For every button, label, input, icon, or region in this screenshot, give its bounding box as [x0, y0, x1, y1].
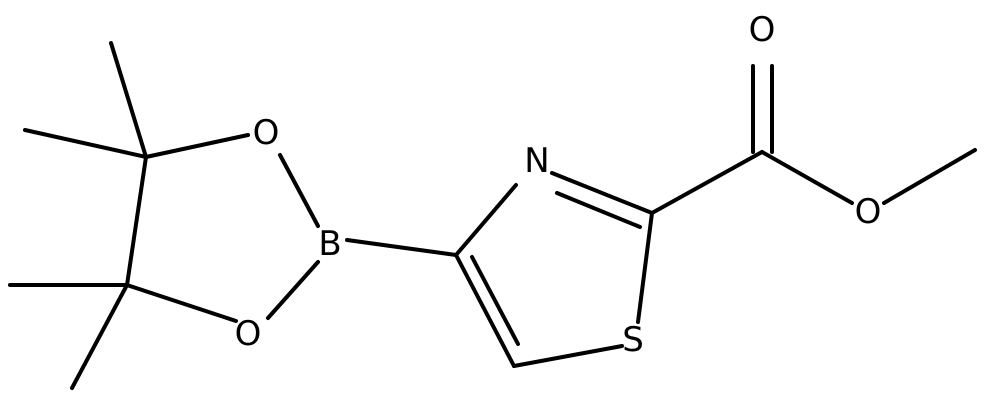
bond-c2-carbonylc	[650, 150, 764, 215]
bond-c4-n	[454, 183, 518, 257]
bond-c5-c4-double-b	[470, 255, 520, 346]
bond-c2-s	[636, 211, 654, 324]
bond-cbottom-methyl-down	[70, 283, 129, 390]
bond-ctop-methyl-left	[23, 128, 148, 159]
bond-c5-c4-double-a	[454, 253, 516, 368]
bond-carbonylc-oester	[760, 150, 854, 205]
bond-oester-methyl	[882, 148, 977, 205]
atom-label-ring-nitrogen: N	[524, 141, 549, 181]
bond-b-obottom	[266, 260, 320, 320]
atom-label-ester-oxygen: O	[855, 192, 882, 232]
bond-s-c5	[512, 344, 624, 368]
bond-b-otop	[278, 153, 320, 228]
bond-n-c2-double-a	[550, 171, 654, 215]
bond-c4-b	[345, 238, 458, 257]
atom-label-boronate-oxygen-top: O	[253, 113, 280, 153]
bond-ctop-cbottom	[125, 155, 148, 287]
bond-n-c2-double-b	[555, 191, 642, 229]
atom-label-carbonyl-oxygen: O	[749, 10, 776, 50]
atom-label-ring-sulfur: S	[622, 320, 644, 360]
bond-otop-ctop	[144, 133, 250, 159]
atom-label-boron: B	[318, 224, 341, 264]
bond-obottom-cbottom	[125, 283, 238, 323]
bond-ctop-methyl-up	[109, 41, 148, 159]
atom-label-boronate-oxygen-bottom: O	[235, 314, 262, 354]
